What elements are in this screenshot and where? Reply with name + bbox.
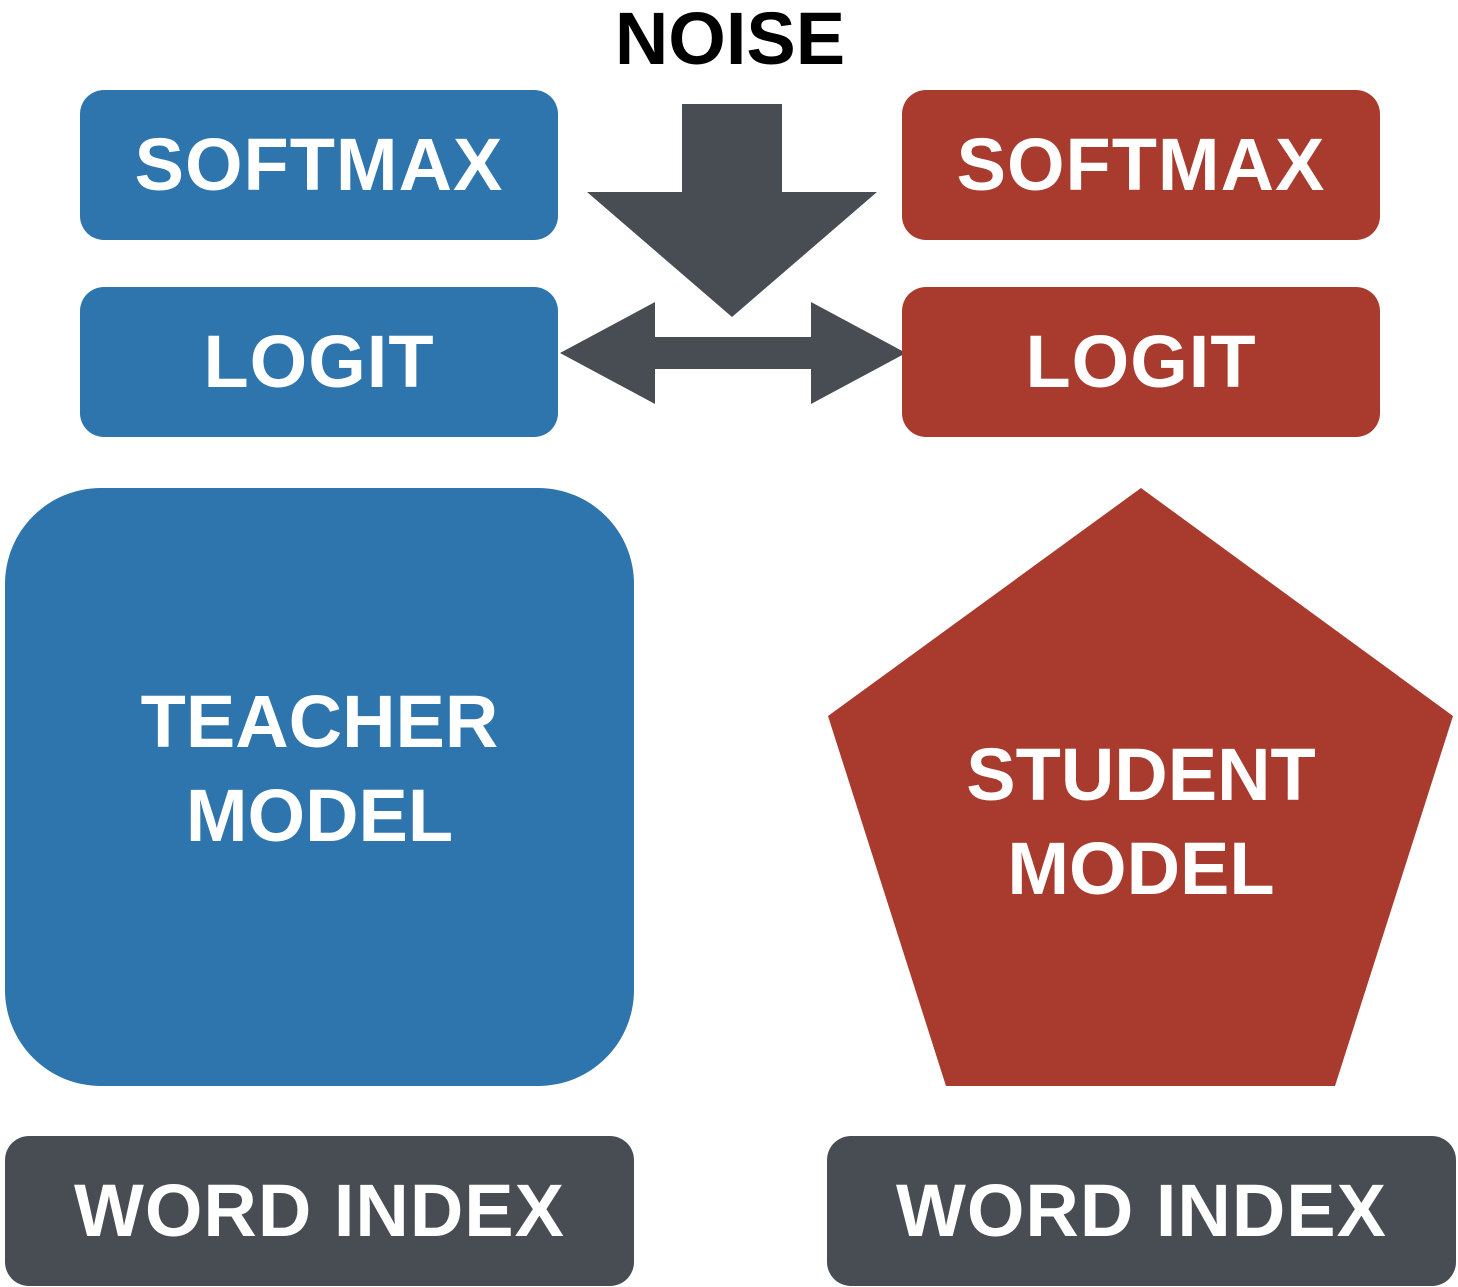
student-model-label-line1: STUDENT (966, 733, 1316, 816)
student-word-index-box: WORD INDEX (827, 1136, 1456, 1286)
student-softmax-box: SOFTMAX (902, 90, 1380, 240)
teacher-word-index-label: WORD INDEX (74, 1169, 565, 1252)
teacher-logit-label: LOGIT (203, 320, 435, 403)
noise-down-arrow (587, 104, 877, 317)
student-word-index-label: WORD INDEX (896, 1169, 1387, 1252)
student-model-label: STUDENT MODEL (900, 728, 1382, 916)
noise-label: NOISE (614, 0, 846, 80)
student-model-pentagon (828, 488, 1453, 1086)
student-model-label-line2: MODEL (1007, 827, 1275, 910)
teacher-model-label: TEACHER MODEL (141, 675, 499, 863)
teacher-model-label-line1: TEACHER (140, 680, 499, 763)
teacher-model-box: TEACHER MODEL (5, 488, 634, 1086)
student-logit-label: LOGIT (1025, 320, 1257, 403)
student-logit-box: LOGIT (902, 287, 1380, 437)
student-softmax-label: SOFTMAX (956, 123, 1326, 206)
teacher-model-label-line2: MODEL (185, 774, 454, 857)
logit-double-arrow (560, 302, 906, 404)
teacher-word-index-box: WORD INDEX (5, 1136, 634, 1286)
teacher-softmax-label: SOFTMAX (134, 123, 504, 206)
teacher-softmax-box: SOFTMAX (80, 90, 558, 240)
teacher-logit-box: LOGIT (80, 287, 558, 437)
